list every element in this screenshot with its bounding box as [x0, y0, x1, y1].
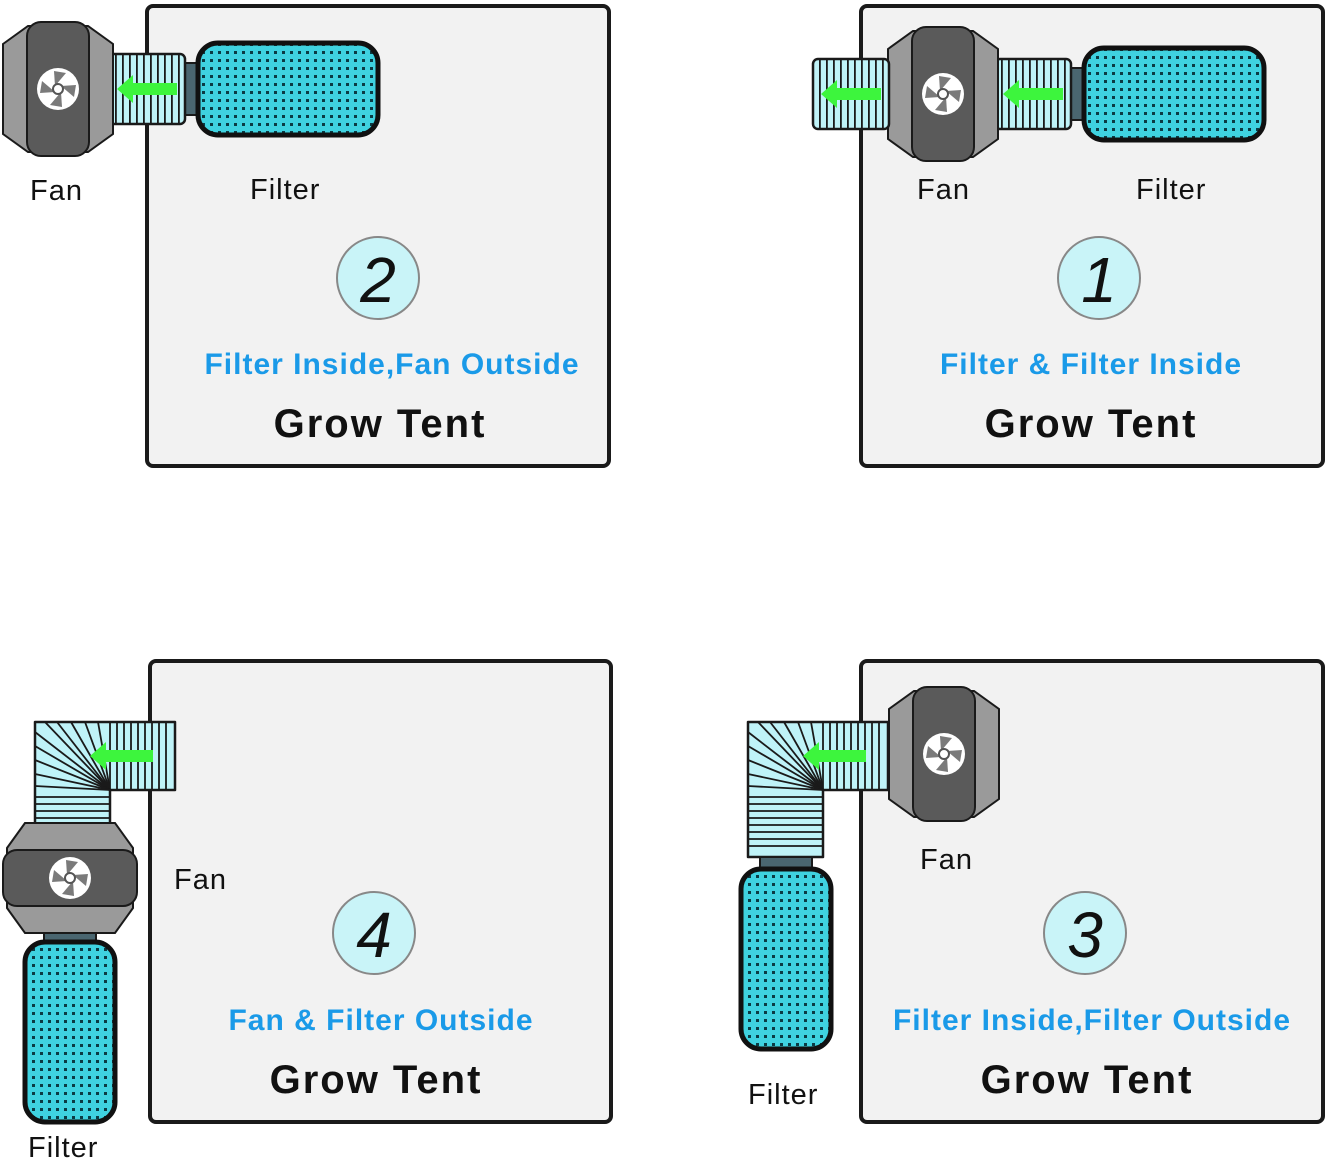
- duct-icon: [993, 57, 1073, 131]
- duct-icon: [811, 57, 891, 131]
- filter-label: Filter: [1136, 174, 1206, 206]
- step-number: 3: [1067, 899, 1103, 971]
- filter-label: Filter: [250, 174, 320, 206]
- config-caption: Filter & Filter Inside: [940, 348, 1242, 381]
- step-number: 2: [359, 244, 396, 316]
- tent-title: Grow Tent: [274, 402, 487, 446]
- duct-icon: [107, 52, 187, 126]
- fan-icon: [2, 822, 138, 934]
- fan-icon: [888, 686, 1000, 822]
- fan-icon: [2, 21, 114, 157]
- fan-label: Fan: [920, 844, 973, 876]
- tent-title: Grow Tent: [985, 402, 1198, 446]
- step-badge: [336, 236, 420, 320]
- panel-1: Fan Filter 1 Filter & Filter Inside Grow…: [811, 4, 1325, 468]
- config-caption: Filter Inside,Fan Outside: [204, 348, 579, 381]
- tent-box: [148, 659, 613, 1124]
- panel-4: Fan Filter 4 Fan & Filter Outside Grow T…: [2, 659, 613, 1164]
- step-number: 4: [356, 899, 392, 971]
- carbon-filter-icon: [25, 930, 115, 1122]
- panel-2: Fan Filter 2 Filter Inside,Fan Outside G…: [2, 4, 611, 468]
- panel-3: Fan Filter 3 Filter Inside,Filter Outsid…: [741, 659, 1325, 1124]
- fan-label: Fan: [30, 175, 83, 207]
- config-caption: Fan & Filter Outside: [228, 1004, 533, 1037]
- filter-label: Filter: [748, 1079, 818, 1111]
- tent-title: Grow Tent: [981, 1058, 1194, 1102]
- fan-icon: [887, 26, 999, 162]
- step-badge: [332, 891, 416, 975]
- filter-label: Filter: [28, 1132, 98, 1162]
- tent-title: Grow Tent: [270, 1058, 483, 1102]
- fan-label: Fan: [917, 174, 970, 206]
- carbon-filter-icon: [741, 857, 831, 1049]
- fan-label: Fan: [174, 864, 227, 896]
- step-badge: [1043, 891, 1127, 975]
- config-caption: Filter Inside,Filter Outside: [893, 1004, 1291, 1037]
- carbon-filter-icon: [184, 43, 378, 135]
- step-number: 1: [1081, 244, 1117, 316]
- carbon-filter-icon: [1070, 48, 1264, 140]
- step-badge: [1057, 236, 1141, 320]
